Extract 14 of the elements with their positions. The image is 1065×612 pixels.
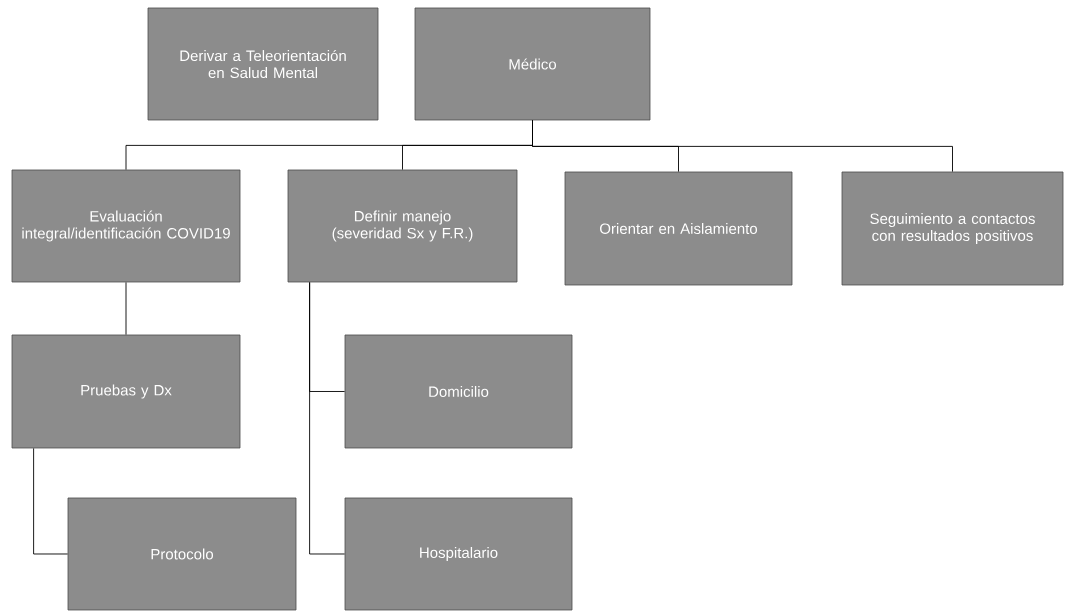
- process-box: Protocolo: [67, 497, 297, 611]
- process-box: Derivar a Teleorientación en Salud Mental: [147, 7, 379, 121]
- process-box: Evaluación integral/identificación COVID19: [11, 169, 241, 283]
- connector-line: [309, 281, 346, 555]
- connector-line: [532, 119, 953, 173]
- process-box: Médico: [414, 7, 651, 121]
- process-box: Domicilio: [344, 334, 573, 449]
- process-box: Seguimiento a contactos con resultados positivos: [841, 171, 1064, 286]
- process-box: Definir manejo (severidad Sx y F.R.): [287, 169, 518, 283]
- process-box: Orientar en Aislamiento: [564, 171, 793, 286]
- process-box: Pruebas y Dx: [11, 334, 241, 449]
- connector-line: [33, 447, 69, 555]
- connector-line: [125, 281, 127, 336]
- process-box: Hospitalario: [344, 497, 573, 611]
